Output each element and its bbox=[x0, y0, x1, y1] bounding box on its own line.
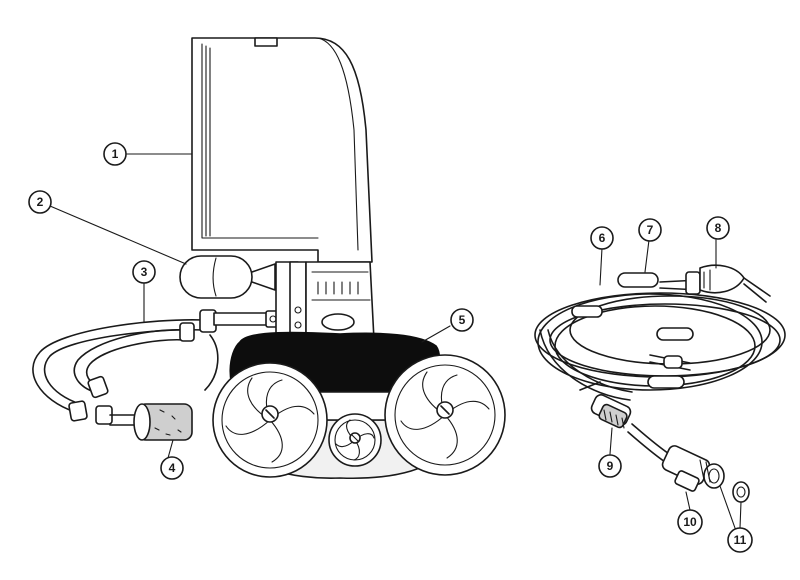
restrictor-washer bbox=[732, 481, 750, 503]
callout-2: 2 bbox=[28, 190, 52, 214]
svg-text:9: 9 bbox=[607, 459, 614, 473]
callout-9: 9 bbox=[598, 454, 622, 478]
svg-text:6: 6 bbox=[599, 231, 606, 245]
sweep-hose-float bbox=[179, 255, 276, 299]
callout-1: 1 bbox=[103, 142, 127, 166]
callout-4: 4 bbox=[160, 456, 184, 480]
callout-3: 3 bbox=[132, 260, 156, 284]
right-wheel bbox=[384, 354, 506, 476]
quick-disconnect bbox=[661, 445, 725, 492]
cleaner-body-frame bbox=[275, 261, 375, 347]
svg-text:10: 10 bbox=[683, 515, 697, 529]
callout-11: 11 bbox=[727, 527, 753, 553]
center-wheel bbox=[328, 413, 382, 467]
svg-text:11: 11 bbox=[734, 533, 747, 547]
swivel-hose-connector bbox=[579, 381, 632, 429]
svg-text:5: 5 bbox=[459, 313, 466, 327]
callout-6: 6 bbox=[590, 226, 614, 250]
svg-text:2: 2 bbox=[37, 195, 44, 209]
svg-text:4: 4 bbox=[169, 461, 176, 475]
left-wheel bbox=[212, 362, 328, 478]
svg-text:3: 3 bbox=[141, 265, 148, 279]
callout-7: 7 bbox=[638, 218, 662, 242]
leader-lines bbox=[49, 153, 742, 529]
callout-10: 10 bbox=[677, 509, 703, 535]
callout-5: 5 bbox=[450, 308, 474, 332]
hose-connector bbox=[571, 272, 694, 389]
callout-8: 8 bbox=[706, 216, 730, 240]
svg-text:1: 1 bbox=[112, 147, 119, 161]
svg-text:8: 8 bbox=[715, 221, 722, 235]
feed-hose bbox=[32, 318, 219, 413]
svg-text:7: 7 bbox=[647, 223, 654, 237]
in-line-filter bbox=[109, 403, 193, 441]
debris-bag bbox=[191, 37, 373, 263]
